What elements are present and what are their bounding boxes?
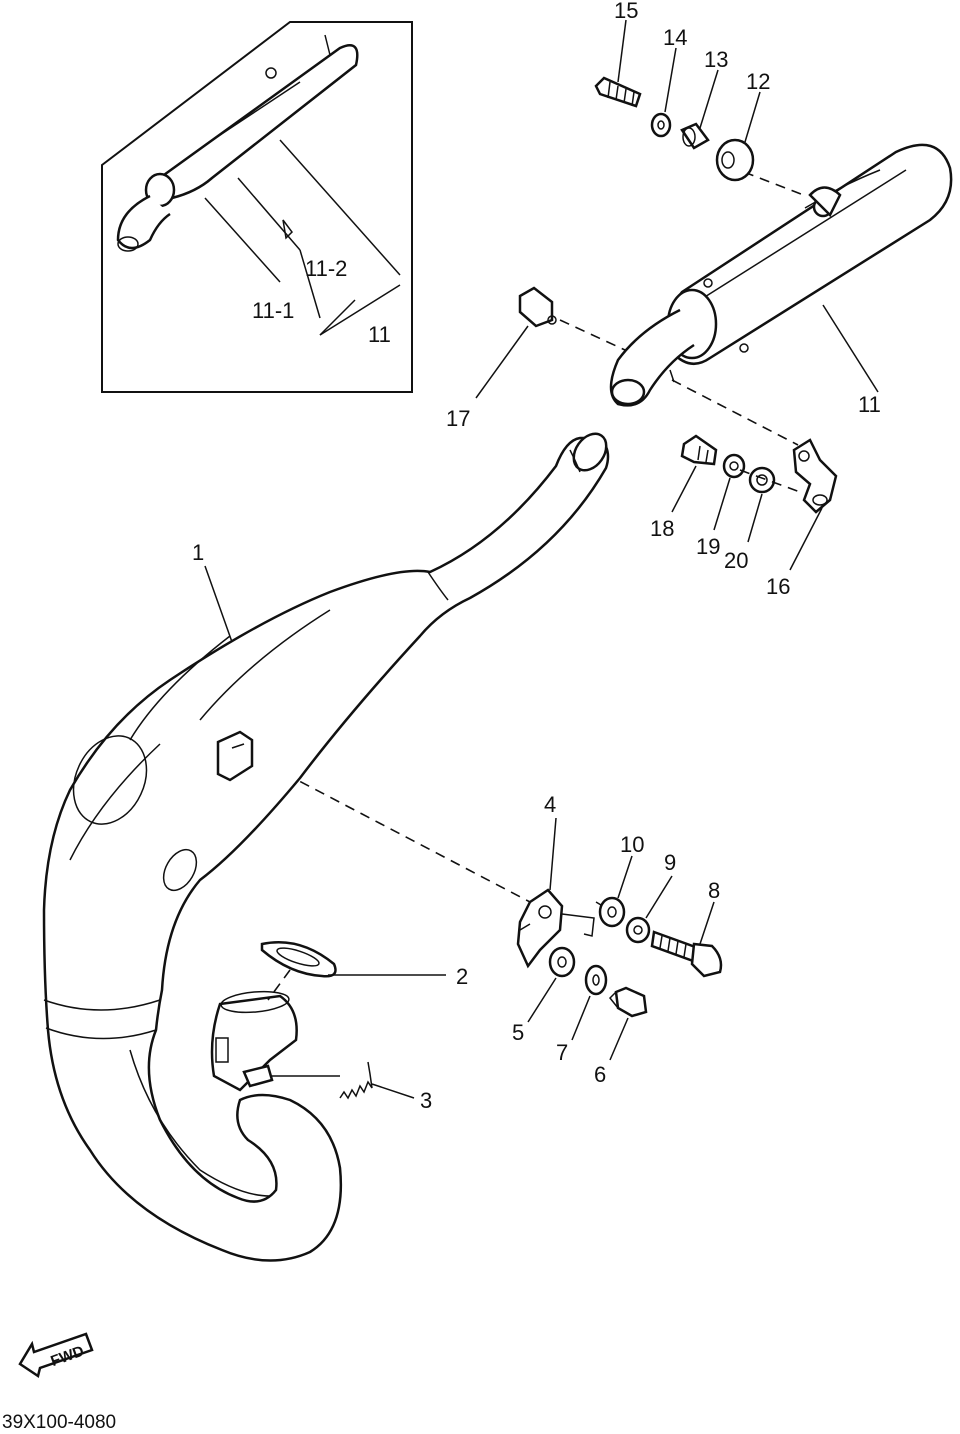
gasket-part-2 [260, 940, 337, 978]
callout-20: 20 [724, 548, 748, 573]
inset-detail-panel: 11-2 11-1 11 [101, 21, 413, 393]
diagram-code: 39X100-4080 [2, 1412, 116, 1433]
callout-17: 17 [446, 406, 470, 431]
forward-direction-arrow: FWD [18, 1332, 94, 1379]
damper-part-17 [518, 286, 557, 328]
spring-part-3 [272, 1061, 373, 1100]
callout-3: 3 [420, 1088, 432, 1113]
callout-15: 15 [614, 0, 638, 23]
bolt-part-6 [608, 986, 648, 1018]
bolt-part-8 [650, 930, 723, 978]
callout-13: 13 [704, 47, 728, 72]
pipe-inlet-flange [210, 990, 298, 1092]
inset-label-11: 11 [368, 322, 391, 347]
washer-part-9 [625, 916, 651, 944]
callout-14: 14 [663, 25, 687, 50]
washer-part-14 [650, 112, 672, 138]
silencer-part-11 [609, 143, 953, 407]
bolt-part-18 [680, 434, 718, 466]
inset-label-11-2: 11-2 [305, 256, 347, 281]
collar-part-5 [548, 946, 576, 978]
washer-part-7 [584, 964, 608, 996]
callout-12: 12 [746, 69, 770, 94]
callout-9: 9 [664, 850, 676, 875]
washer-part-19 [722, 453, 746, 479]
washer-part-10 [598, 896, 626, 928]
bracket-part-16 [792, 438, 838, 514]
washer-part-20 [748, 466, 776, 494]
bracket-part-4 [516, 888, 564, 969]
inset-muffler [116, 34, 359, 252]
callout-19: 19 [696, 534, 720, 559]
callout-7: 7 [556, 1040, 568, 1065]
grommet-part-12 [715, 138, 755, 182]
callout-2: 2 [456, 964, 468, 989]
callout-8: 8 [708, 878, 720, 903]
callout-4: 4 [544, 792, 556, 817]
callout-10: 10 [620, 832, 644, 857]
bolt-part-15 [594, 76, 642, 108]
callout-5: 5 [512, 1020, 524, 1045]
collar-part-13 [680, 122, 710, 150]
leader-11 [822, 304, 879, 393]
callout-1: 1 [192, 540, 204, 565]
exhaust-pipe-part-1 [42, 432, 610, 1262]
callout-16: 16 [766, 574, 790, 599]
callout-6: 6 [594, 1062, 606, 1087]
inset-label-11-1: 11-1 [252, 298, 294, 323]
callout-11: 11 [858, 392, 881, 417]
callout-18: 18 [650, 516, 674, 541]
